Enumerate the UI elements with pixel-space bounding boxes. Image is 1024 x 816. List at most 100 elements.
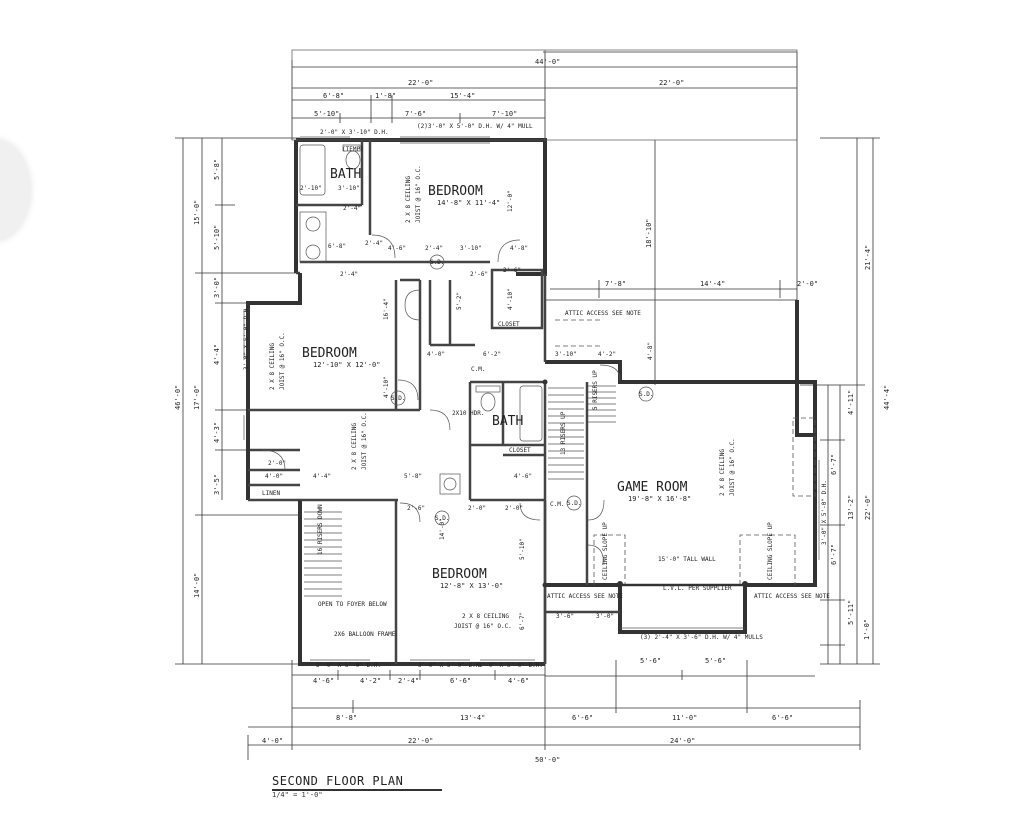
dim-left-b: 17'-0" — [193, 385, 201, 410]
dim-right-a: 21'-4" — [864, 245, 872, 270]
dim-left-f: 3'-0" — [213, 277, 221, 298]
attic-access-label-3: ATTIC ACCESS SEE NOTE — [754, 593, 830, 600]
dim-right-f: 6'-7" — [830, 544, 838, 565]
hdr-label: 2X10 HDR. — [452, 410, 485, 417]
dim-left-a: 15'-0" — [193, 200, 201, 225]
dim-d18: 4'-10" — [383, 376, 390, 398]
joist-label-5: JOIST @ 16" O.C. — [454, 623, 512, 630]
joist-label-4: JOIST @ 16" O.C. — [729, 438, 736, 496]
sd-label-3: S.D. — [639, 391, 653, 398]
dim-top-overall: 44'-0" — [535, 58, 560, 66]
dim-top-right: 22'-0" — [659, 79, 684, 87]
linen-label: LINEN — [262, 490, 280, 497]
dim-d24: 2'-0" — [468, 505, 486, 512]
open-foyer-label: OPEN TO FOYER BELOW — [318, 601, 387, 608]
dim-right-c: 4'-11" — [847, 390, 855, 415]
dim-right-e: 13'-2" — [847, 495, 855, 520]
dim-bottom-i: 6'-6" — [450, 677, 471, 685]
attic-access-label-2: ATTIC ACCESS SEE NOTE — [547, 593, 623, 600]
dim-bottom-offset: 4'-0" — [262, 737, 283, 745]
dim-top-b: 1'-8" — [375, 92, 396, 100]
room-name-bath-2: BATH — [492, 414, 523, 429]
window-right-label: 3'-0" X 5'-0" D.H. — [821, 480, 828, 545]
dim-bottom-f: 4'-6" — [313, 677, 334, 685]
dim-d27: 3'-6" — [556, 613, 574, 620]
dim-d6: 4'-8" — [510, 245, 528, 252]
dashed-lines — [555, 319, 816, 585]
dim-left-e: 5'-10" — [213, 225, 221, 250]
dim-d7: 12'-0" — [507, 190, 514, 212]
dim-mid-a: 7'-8" — [605, 280, 626, 288]
tall-wall-label: 15'-0" TALL WALL — [658, 556, 716, 563]
dim-bottom-h: 2'-4" — [398, 677, 419, 685]
dim-bottom-a: 8'-8" — [336, 714, 357, 722]
dim-top-left: 22'-0" — [408, 79, 433, 87]
dim-d16: 4'-2" — [598, 351, 616, 358]
window-bottom-3: 3'-0" X 5'-0" D.H. — [478, 662, 543, 669]
dim-top-f: 7'-10" — [492, 110, 517, 118]
sd-label-5: S.D. — [567, 500, 581, 507]
dim-left-h: 4'-3" — [213, 422, 221, 443]
ceiling-label-3: 2 X 8 CEILING — [351, 423, 358, 470]
risers-attic-label: 5 RISERS UP — [592, 370, 599, 410]
dim-left-c: 14'-0" — [193, 573, 201, 598]
stairs-down — [304, 511, 342, 597]
dim-bottom-overall: 50'-0" — [535, 756, 560, 764]
plan-scale: 1/4" = 1'-0" — [272, 791, 323, 799]
lvl-beam — [542, 379, 748, 588]
dim-d12: 16'-4" — [383, 298, 390, 320]
window-left-label: 3'-0" X 5'-0" D.H. — [243, 305, 250, 370]
ceiling-label-4: 2 X 8 CEILING — [719, 449, 726, 496]
joist-label-2: JOIST @ 16" O.C. — [279, 332, 286, 390]
dim-d29: 6'-7" — [519, 612, 526, 630]
dim-d20: 4'-0" — [265, 473, 283, 480]
door-swings — [261, 234, 621, 566]
dim-left-i: 3'-5" — [213, 474, 221, 495]
dim-bottom-right: 24'-0" — [670, 737, 695, 745]
room-name-bedroom-3: BEDROOM — [432, 567, 487, 582]
dim-d28: 3'-0" — [596, 613, 614, 620]
ceiling-slope-label-2: CEILING SLOPE UP — [767, 522, 774, 580]
dim-right-d: 6'-7" — [830, 454, 838, 475]
dim-d22: 4'-6" — [514, 473, 532, 480]
sd-label-4: S.D. — [435, 515, 449, 522]
closet-label-2: CLOSET — [509, 447, 531, 454]
dim-d5: 3'-10" — [460, 245, 482, 252]
dim-d1: 6'-8" — [328, 243, 346, 250]
joist-label-1: JOIST @ 16" O.C. — [415, 165, 422, 223]
dim-d13: 6'-2" — [483, 351, 501, 358]
dim-bottom-b: 13'-4" — [460, 714, 485, 722]
dim-bottom-g: 4'-2" — [360, 677, 381, 685]
dim-top-e: 7'-6" — [405, 110, 426, 118]
ceiling-label-1: 2 X 8 CEILING — [405, 176, 412, 223]
dim-d31: 2'-0" — [268, 460, 286, 467]
window-game-label: (3) 2'-4" X 3'-6" D.H. W/ 4" MULLS — [640, 634, 763, 641]
dim-bottom-e: 6'-6" — [772, 714, 793, 722]
dim-bottom-c: 6'-6" — [572, 714, 593, 722]
dim-top-c: 15'-4" — [450, 92, 475, 100]
ceiling-slope-label-1: CEILING SLOPE UP — [602, 522, 609, 580]
title-block: SECOND FLOOR PLAN 1/4" = 1'-0" — [272, 770, 442, 799]
room-name-bedroom-2: BEDROOM — [302, 346, 357, 361]
balloon-frame-label: 2X6 BALLOON FRAME — [334, 631, 396, 638]
dim-top-a: 6'-8" — [323, 92, 344, 100]
roof-outline — [291, 49, 798, 141]
ceiling-label-2: 2 X 8 CEILING — [269, 343, 276, 390]
window-bottom-1: 3'-0" X 5'-0" D.H. — [316, 662, 381, 669]
attic-access-label-1: ATTIC ACCESS SEE NOTE — [565, 310, 641, 317]
dim-d3: 4'-6" — [388, 245, 406, 252]
dim-d21: 4'-4" — [313, 473, 331, 480]
ceiling-label-5: 2 X 8 CEILING — [462, 613, 509, 620]
dim-mid-b: 14'-4" — [700, 280, 725, 288]
cm-label-2: C.M. — [550, 501, 564, 508]
room-name-game-room: GAME ROOM — [617, 480, 688, 495]
dim-left-overall: 46'-0" — [174, 385, 182, 410]
window-top-label: (2)3'-0" X 5'-0" D.H. W/ 4" MULL — [417, 123, 533, 130]
cm-label-1: C.M. — [471, 366, 485, 373]
dim-d10: 2'-6" — [503, 267, 521, 274]
window-bottom-2: 3'-0" X 5'-0" D.H. — [418, 662, 483, 669]
dim-d30: 14'-0" — [439, 518, 446, 540]
lvl-label: L.V.L. PER SUPPLIER — [663, 585, 732, 592]
closet-label-1: CLOSET — [498, 321, 520, 328]
room-labels: BATH BEDROOM 14'-8" X 11'-4" BEDROOM 12'… — [302, 167, 691, 590]
